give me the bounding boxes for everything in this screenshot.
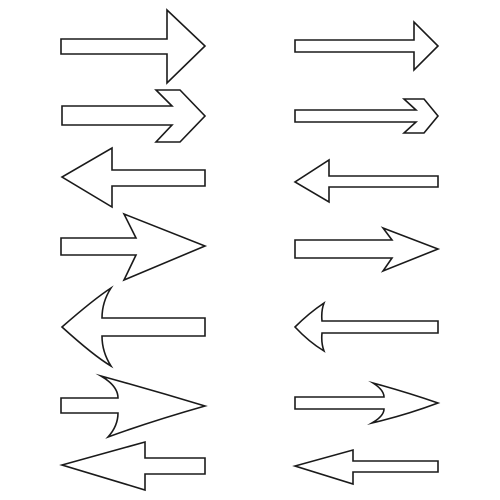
right-arrow-icon (60, 8, 207, 85)
right-arrow-icon (294, 20, 440, 72)
right-arrow-icon (294, 226, 441, 273)
right-chevron-arrow-icon (294, 98, 440, 134)
left-arrow-icon (60, 146, 206, 209)
left-arrow-icon (293, 158, 439, 204)
left-arrow-icon (60, 285, 206, 369)
left-arrow-icon (292, 448, 439, 486)
left-arrow-icon (59, 440, 206, 492)
right-arrow-icon (60, 373, 208, 439)
right-arrow-icon (294, 380, 441, 426)
right-chevron-arrow-icon (61, 89, 207, 143)
left-arrow-icon (293, 300, 439, 353)
right-arrow-icon (60, 212, 208, 282)
